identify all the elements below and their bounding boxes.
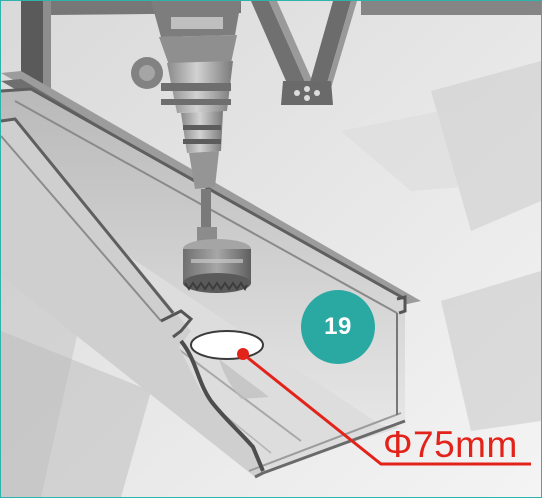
trough-back-lip — [1, 87, 406, 301]
light-shadow-bands — [1, 61, 541, 497]
step-number-badge: 19 — [301, 290, 375, 364]
power-drill — [131, 1, 241, 241]
hole-saw — [183, 239, 251, 293]
trough-front-wall — [1, 119, 263, 477]
step-number: 19 — [324, 313, 352, 340]
dimension-marker — [237, 348, 531, 466]
trough-front-profile — [179, 339, 265, 472]
diameter-label: Φ75mm — [383, 424, 518, 465]
drilled-hole — [190, 330, 264, 360]
